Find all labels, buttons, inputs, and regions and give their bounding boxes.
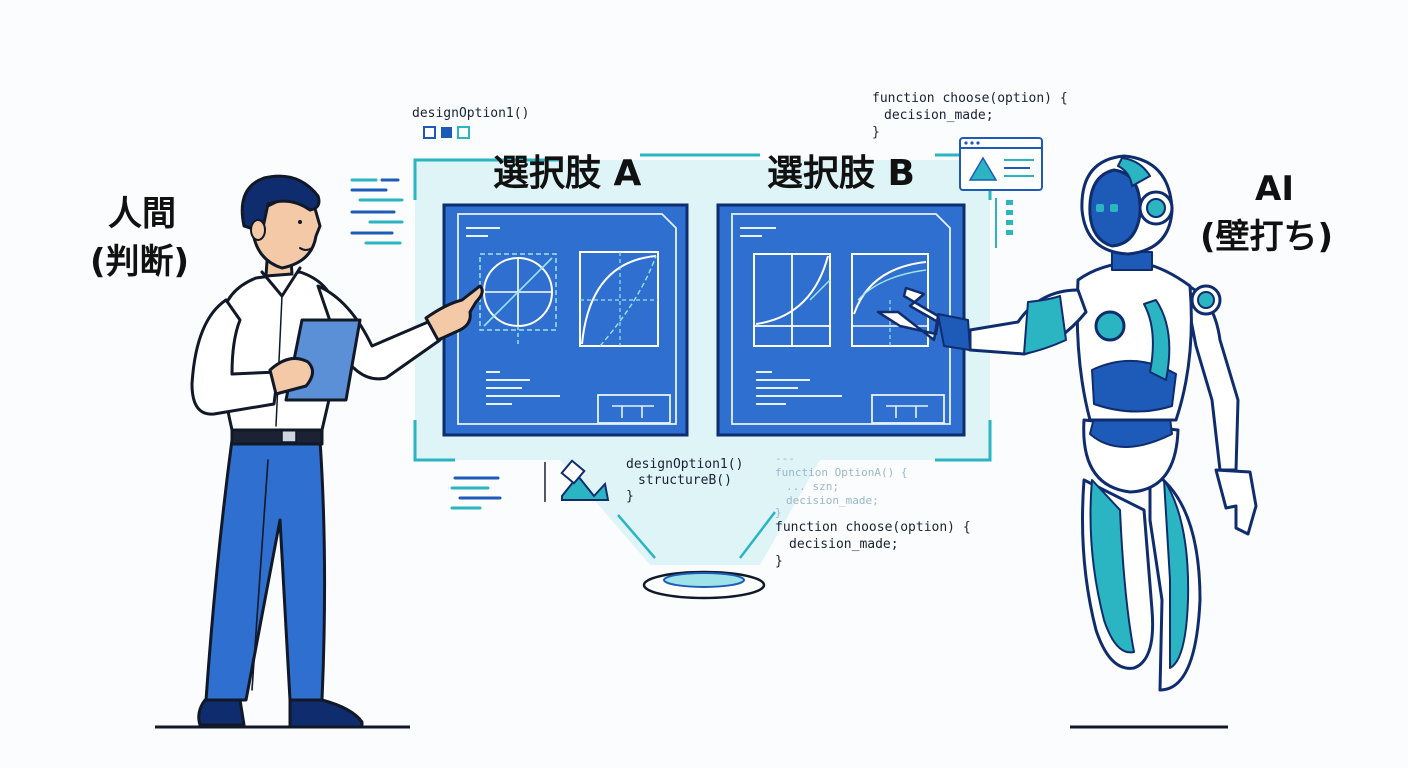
code-bottom-right-1: function choose(option) { <box>775 520 971 535</box>
data-dots-right <box>995 198 1013 248</box>
code-bottom-center-3: } <box>626 489 634 504</box>
human-label-line1: 人間 <box>108 194 176 234</box>
squares-icon <box>423 126 470 139</box>
code-top-left: designOption1() <box>412 106 529 121</box>
browser-window-icon <box>959 137 1043 191</box>
option-a-title: 選択肢 A <box>493 153 642 194</box>
code-bottom-right-2: decision_made; <box>789 537 899 552</box>
shapes-icon <box>560 459 610 501</box>
code-top-right-3: } <box>872 125 880 140</box>
code-bottom-center-1: designOption1() <box>626 457 743 472</box>
blueprint-panel-a[interactable] <box>442 203 689 437</box>
code-faint-5: } <box>775 506 782 519</box>
human-label-line2: (判断) <box>90 242 189 282</box>
human-figure <box>190 174 484 729</box>
blueprint-panel-b[interactable] <box>716 203 966 437</box>
code-bottom-right-3: } <box>775 554 783 569</box>
code-faint-4: decision_made; <box>786 494 879 507</box>
code-faint-1: --- <box>775 452 795 465</box>
code-faint-3: ... szn; <box>786 480 839 493</box>
ai-label-line2: (壁打ち) <box>1200 217 1333 257</box>
code-bottom-center-2: structureB() <box>638 473 732 488</box>
code-faint-2: function OptionA() { <box>775 466 907 479</box>
ai-label-line1: AI <box>1255 169 1294 209</box>
code-top-right-1: function choose(option) { <box>872 91 1068 106</box>
ai-robot-figure <box>876 154 1258 692</box>
data-lines-left <box>350 178 404 245</box>
code-top-right-2: decision_made; <box>884 108 994 123</box>
data-lines-bottom-left <box>450 476 502 510</box>
option-b-title: 選択肢 B <box>767 153 915 194</box>
